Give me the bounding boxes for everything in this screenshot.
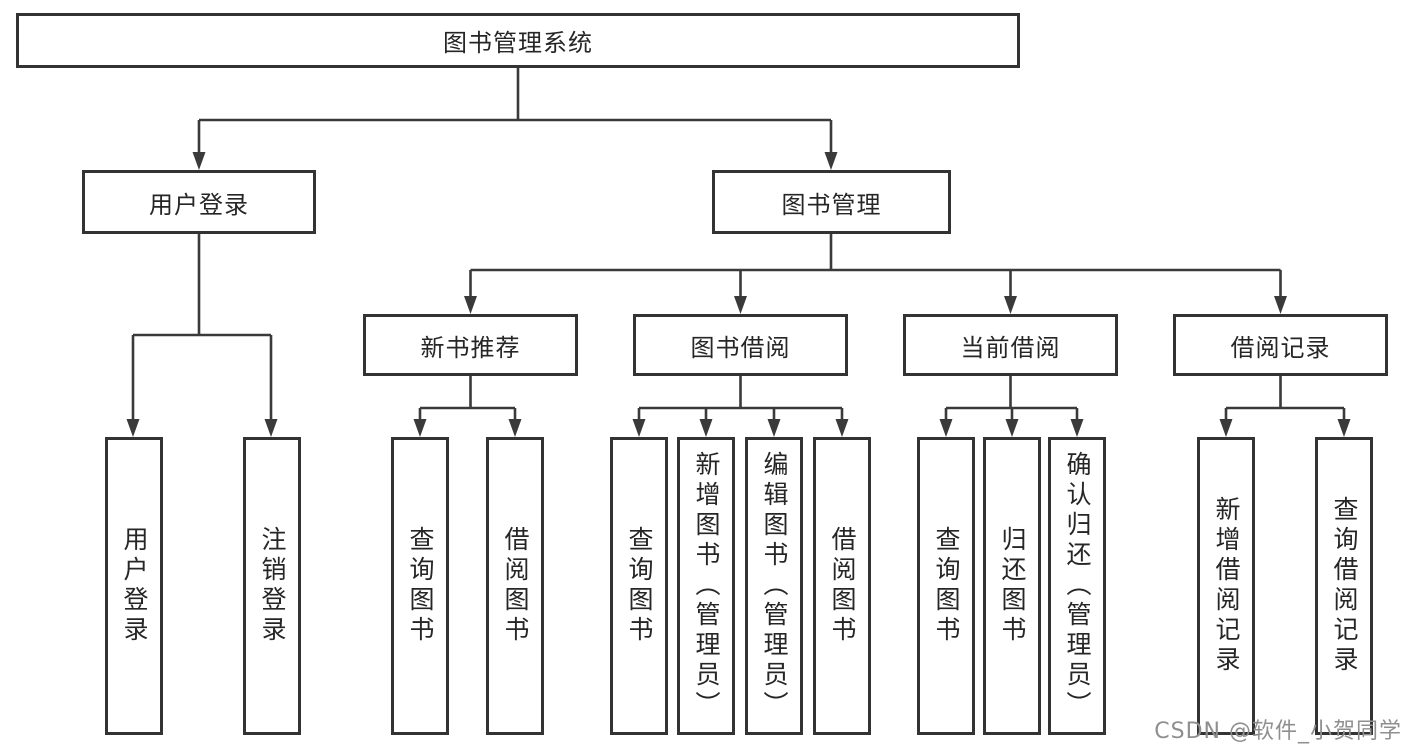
leaf-borrow-book: 借阅图书 [813, 437, 871, 735]
book-borrow-connector [637, 376, 844, 421]
node-new-book-recommend: 新书推荐 [363, 314, 578, 376]
user-login-connector [131, 234, 273, 421]
leaf-confirm-return-admin: 确认归还（管理员） [1048, 437, 1106, 735]
watermark: CSDN @软件_小贺同学 [1154, 719, 1402, 744]
node-current-borrow-label: 当前借阅 [960, 333, 1061, 362]
book-management-connector [469, 234, 1282, 298]
leaf-add-book-admin: 新增图书（管理员） [677, 437, 735, 735]
root-connector [197, 68, 833, 154]
leaf-query-book-recommend: 查询图书 [391, 437, 449, 735]
node-root: 图书管理系统 [16, 13, 1020, 68]
node-book-borrow: 图书借阅 [633, 314, 848, 376]
arrowheads [126, 152, 1351, 437]
node-root-label: 图书管理系统 [443, 29, 593, 57]
borrow-records-connector [1224, 376, 1346, 421]
leaf-user-login: 用户登录 [105, 437, 163, 735]
leaf-query-borrow-record: 查询借阅记录 [1315, 437, 1373, 735]
leaf-return-book: 归还图书 [983, 437, 1041, 735]
node-book-management-label: 图书管理 [781, 190, 882, 219]
leaf-borrow-book-recommend: 借阅图书 [486, 437, 544, 735]
current-borrow-connector [944, 376, 1079, 421]
leaf-add-borrow-record: 新增借阅记录 [1197, 437, 1255, 735]
node-user-login: 用户登录 [82, 170, 316, 234]
leaf-edit-book-admin: 编辑图书（管理员） [745, 437, 803, 735]
new-book-recommend-connector [418, 376, 517, 421]
leaf-query-book-borrow: 查询图书 [610, 437, 668, 735]
node-borrow-records-label: 借阅记录 [1230, 333, 1331, 362]
node-user-login-label: 用户登录 [149, 190, 249, 219]
node-borrow-records: 借阅记录 [1173, 314, 1388, 376]
node-new-book-recommend-label: 新书推荐 [420, 333, 521, 362]
node-book-borrow-label: 图书借阅 [690, 333, 791, 362]
leaf-query-book-current: 查询图书 [917, 437, 975, 735]
node-book-management: 图书管理 [712, 170, 951, 234]
leaf-logout: 注销登录 [243, 437, 301, 735]
node-current-borrow: 当前借阅 [903, 314, 1118, 376]
